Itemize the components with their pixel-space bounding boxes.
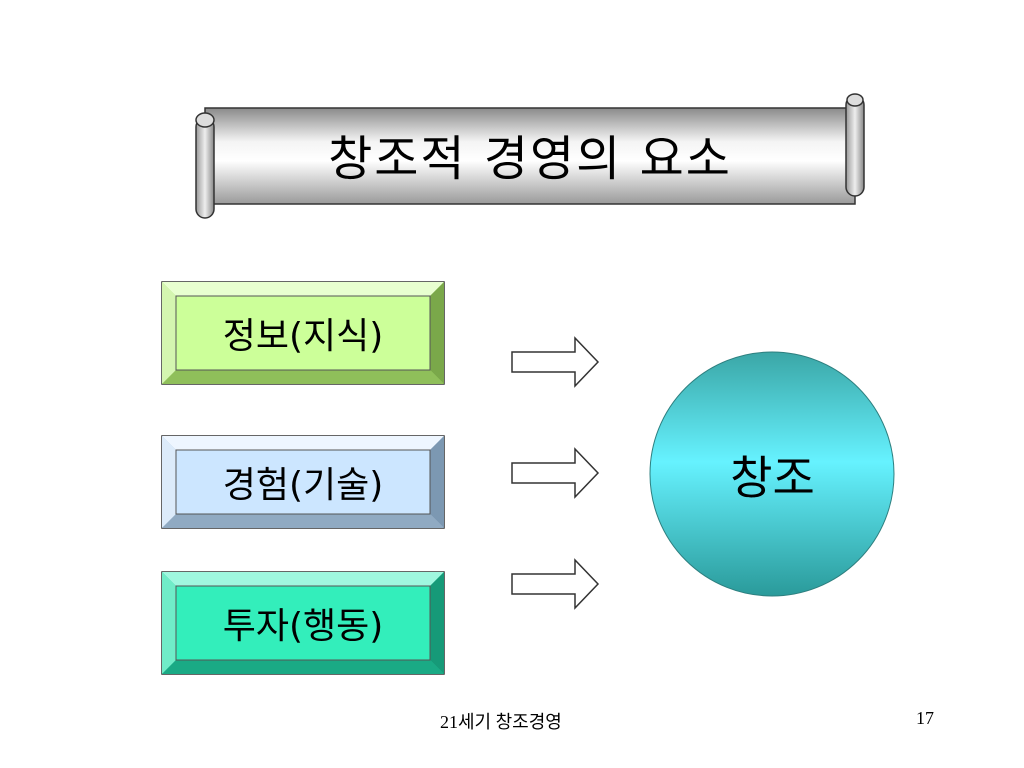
- element-box-info: [161, 281, 445, 385]
- element-box-experience: [161, 435, 445, 529]
- element-label-experience: 경험(기술): [222, 465, 384, 506]
- slide-title: 창조적 경영의 요소: [328, 131, 732, 187]
- creation-circle: [649, 351, 895, 597]
- title-scroll-banner: [195, 93, 865, 219]
- element-label-investment: 투자(행동): [222, 606, 384, 647]
- arrow-right-icon: [511, 336, 600, 388]
- element-label-info: 정보(지식): [222, 316, 384, 357]
- arrow-right-icon: [511, 447, 600, 499]
- page-number: 17: [916, 708, 934, 728]
- arrow-right-icon: [511, 558, 600, 610]
- element-box-investment: [161, 571, 445, 675]
- creation-label: 창조: [730, 450, 815, 505]
- footer-text: 21세기 창조경영: [440, 712, 562, 732]
